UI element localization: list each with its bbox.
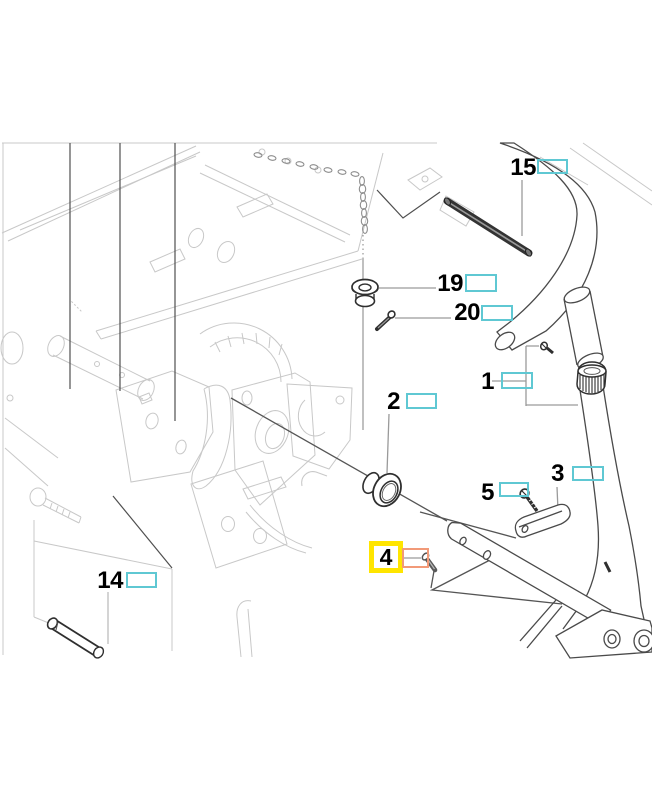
hanging-chain	[253, 152, 369, 430]
handle-lower-shaft	[562, 385, 646, 630]
selected-callout-4[interactable]: 4	[369, 541, 403, 573]
hotspot-box-14[interactable]	[126, 572, 157, 588]
latch-bar-part-3	[514, 503, 571, 538]
cotter-pin-part-20	[375, 310, 396, 331]
handle-pivot-bracket	[519, 599, 652, 659]
hotspot-box-1[interactable]	[501, 372, 533, 389]
lever-arm-tube	[447, 521, 612, 627]
assembly-axis-lines	[230, 397, 563, 605]
callout-label-2: 2	[387, 388, 400, 415]
handle-grip-sleeve	[563, 286, 604, 370]
hotspot-box-3[interactable]	[572, 466, 604, 481]
callout-label-3: 3	[551, 460, 564, 487]
knurled-collar-part-1	[576, 361, 607, 395]
callout-label-19: 19	[437, 270, 463, 297]
hotspot-box-2[interactable]	[406, 393, 437, 409]
hotspot-box-15[interactable]	[537, 159, 568, 174]
grommet-part-19	[351, 278, 379, 308]
rod-part-15	[443, 197, 533, 257]
callout-leader-lines	[107, 180, 578, 644]
selected-part-pointer-box	[402, 548, 429, 568]
hotspot-box-5[interactable]	[499, 482, 529, 497]
callout-label-20: 20	[454, 299, 480, 326]
callout-label-1: 1	[481, 368, 494, 395]
callout-label-14: 14	[97, 567, 123, 594]
grip-screw-part-1	[539, 341, 554, 355]
callout-label-4: 4	[379, 543, 393, 570]
ghost-chassis-drawing	[0, 142, 652, 658]
cut-edge-cables	[69, 143, 441, 569]
hotspot-box-19[interactable]	[465, 274, 497, 292]
hotspot-box-20[interactable]	[481, 305, 513, 321]
rod-part-14	[46, 617, 105, 659]
bushing-part-2	[362, 471, 402, 508]
callout-label-5: 5	[481, 479, 494, 506]
callout-label-15: 15	[510, 154, 536, 181]
